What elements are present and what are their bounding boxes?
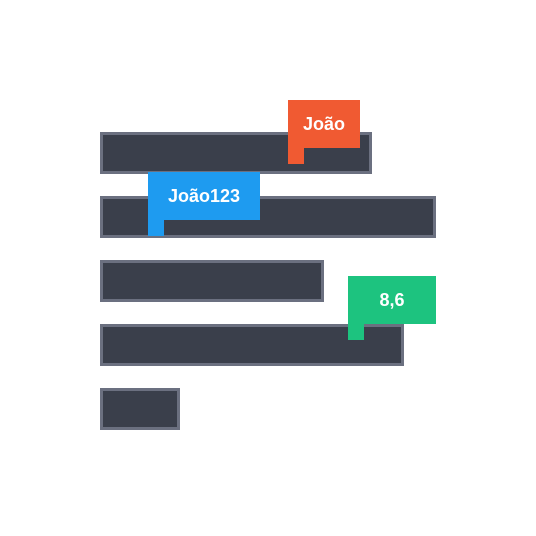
label-tag-green: 8,6 xyxy=(348,276,436,340)
bar-3 xyxy=(100,260,324,302)
label-tag-blue: João123 xyxy=(148,172,260,236)
label-tag-orange-text: João xyxy=(302,113,345,134)
label-tag-green-text: 8,6 xyxy=(379,289,405,310)
label-tag-blue-text: João123 xyxy=(167,185,241,206)
label-tag-orange: João xyxy=(288,100,360,164)
bar-5 xyxy=(100,388,180,430)
